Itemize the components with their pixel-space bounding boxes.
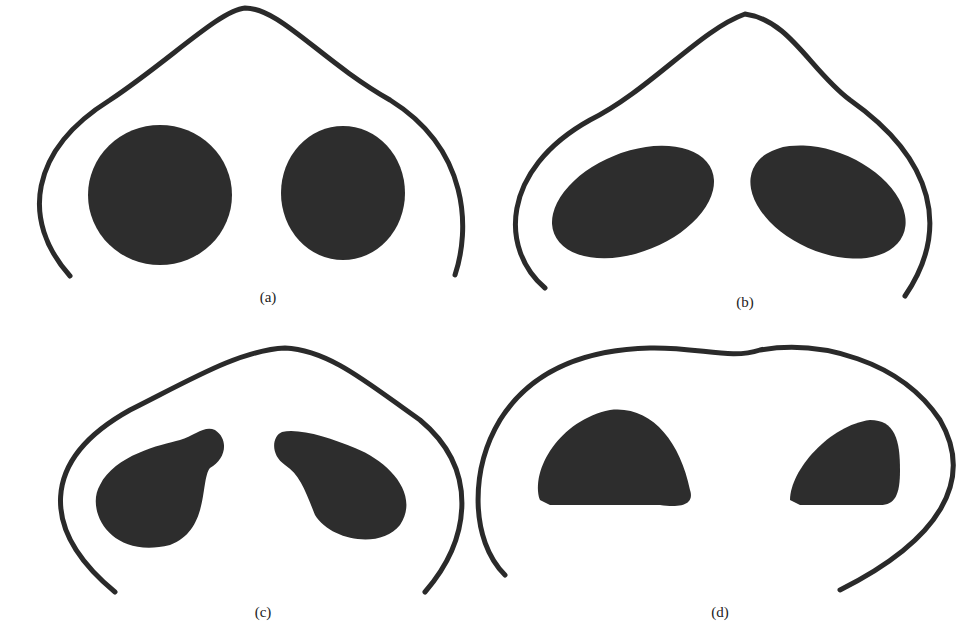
panel-label: (a) — [260, 289, 277, 306]
nostril — [274, 431, 406, 539]
nose-outline — [60, 348, 461, 592]
nose-outline — [515, 14, 929, 296]
nostril — [538, 410, 691, 507]
panel-label: (b) — [736, 294, 754, 311]
nostril — [535, 124, 730, 280]
nostril — [733, 123, 923, 281]
nostril — [790, 420, 900, 505]
panel-label: (c) — [255, 604, 272, 621]
nostril — [281, 126, 405, 260]
nose-outline — [478, 348, 953, 590]
nose-outline — [39, 8, 462, 276]
nostril — [88, 125, 232, 265]
panel-label: (d) — [711, 604, 729, 621]
nostril — [96, 429, 224, 548]
